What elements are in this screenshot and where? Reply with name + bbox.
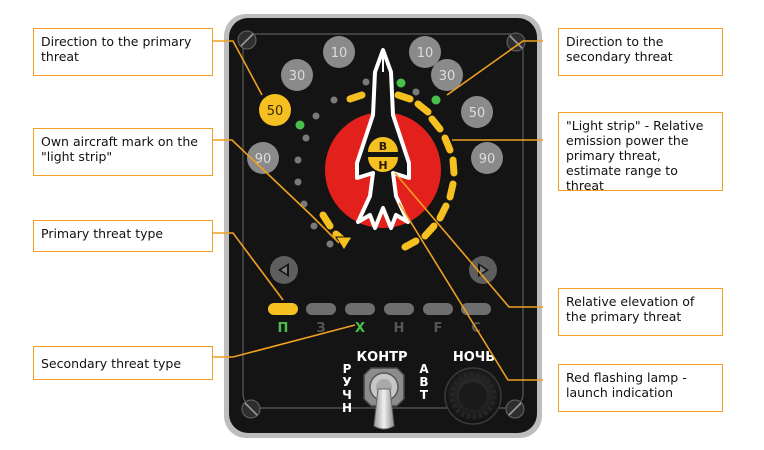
bearing-lamp-90-right: 90 [471, 142, 503, 174]
elevation-upper-label: В [379, 140, 387, 153]
green-indicator-top-right [396, 78, 406, 88]
elevation-indicator: В Н [368, 137, 398, 172]
bearing-lamp-30-left: 30 [281, 59, 313, 91]
callout-primary-type: Primary threat type [33, 220, 213, 252]
bearing-lamp-90-left: 90 [247, 142, 279, 174]
screw-top-right [506, 32, 526, 52]
screw-top-left [237, 30, 257, 50]
light-strip-dim-dots [294, 78, 420, 248]
threat-type-label: З [316, 321, 325, 336]
light-strip-segments [319, 91, 458, 251]
bearing-label: 50 [267, 104, 284, 119]
screw-bottom-left [241, 399, 261, 419]
bearing-label: 10 [417, 46, 434, 61]
night-label: НОЧЬ [453, 350, 495, 365]
bearing-lamp-50-right: 50 [461, 96, 493, 128]
callout-text: Secondary threat type [41, 356, 182, 371]
threat-type-label: Х [355, 321, 365, 336]
callout-own-aircraft: Own aircraft mark on the "light strip" [33, 128, 213, 176]
threat-type-label: F [434, 321, 443, 336]
leader-lines [212, 40, 543, 381]
right-arrow-button[interactable] [469, 256, 497, 284]
screw-bottom-right [505, 399, 525, 419]
callout-text: Direction to the primary threat [41, 34, 192, 64]
own-aircraft-mark [335, 236, 353, 251]
bearing-label: 90 [479, 152, 496, 167]
bearing-lamp-10-right: 10 [409, 36, 441, 68]
callout-text: Relative elevation of the primary threat [566, 294, 695, 324]
callout-text: Direction to the secondary threat [566, 34, 673, 64]
callout-text: "Light strip" - Relative emission power … [566, 118, 704, 193]
bearing-label: 90 [255, 152, 272, 167]
callout-text: Red flashing lamp - launch indication [566, 370, 687, 400]
callout-text: Own aircraft mark on the "light strip" [41, 134, 198, 164]
mode-toggle-switch[interactable] [363, 367, 405, 430]
elevation-lower-label: Н [378, 159, 387, 172]
threat-type-lamps [268, 303, 491, 315]
callout-direction-secondary: Direction to the secondary threat [558, 28, 723, 76]
callout-secondary-type: Secondary threat type [33, 346, 213, 380]
callout-red-lamp: Red flashing lamp - launch indication [558, 364, 723, 412]
threat-type-label: П [278, 321, 289, 336]
bearing-label: 30 [439, 69, 456, 84]
switch-label-control: КОНТР [357, 350, 408, 365]
bearing-lamp-30-right: 30 [431, 59, 463, 91]
callout-relative-elevation: Relative elevation of the primary threat [558, 288, 723, 336]
callout-light-strip: "Light strip" - Relative emission power … [558, 112, 723, 193]
threat-type-label: Н [394, 321, 405, 336]
bearing-lamp-10-left: 10 [323, 36, 355, 68]
green-indicator-left [295, 120, 305, 130]
bearing-lamp-50-left-active: 50 [259, 94, 291, 126]
green-indicator-right [431, 95, 441, 105]
bearing-label: 10 [331, 46, 348, 61]
left-arrow-button[interactable] [270, 256, 298, 284]
bearing-label: 30 [289, 69, 306, 84]
callout-direction-primary: Direction to the primary threat [33, 28, 213, 76]
bearing-label: 50 [469, 106, 486, 121]
night-brightness-knob[interactable] [444, 367, 502, 425]
callout-text: Primary threat type [41, 226, 164, 241]
